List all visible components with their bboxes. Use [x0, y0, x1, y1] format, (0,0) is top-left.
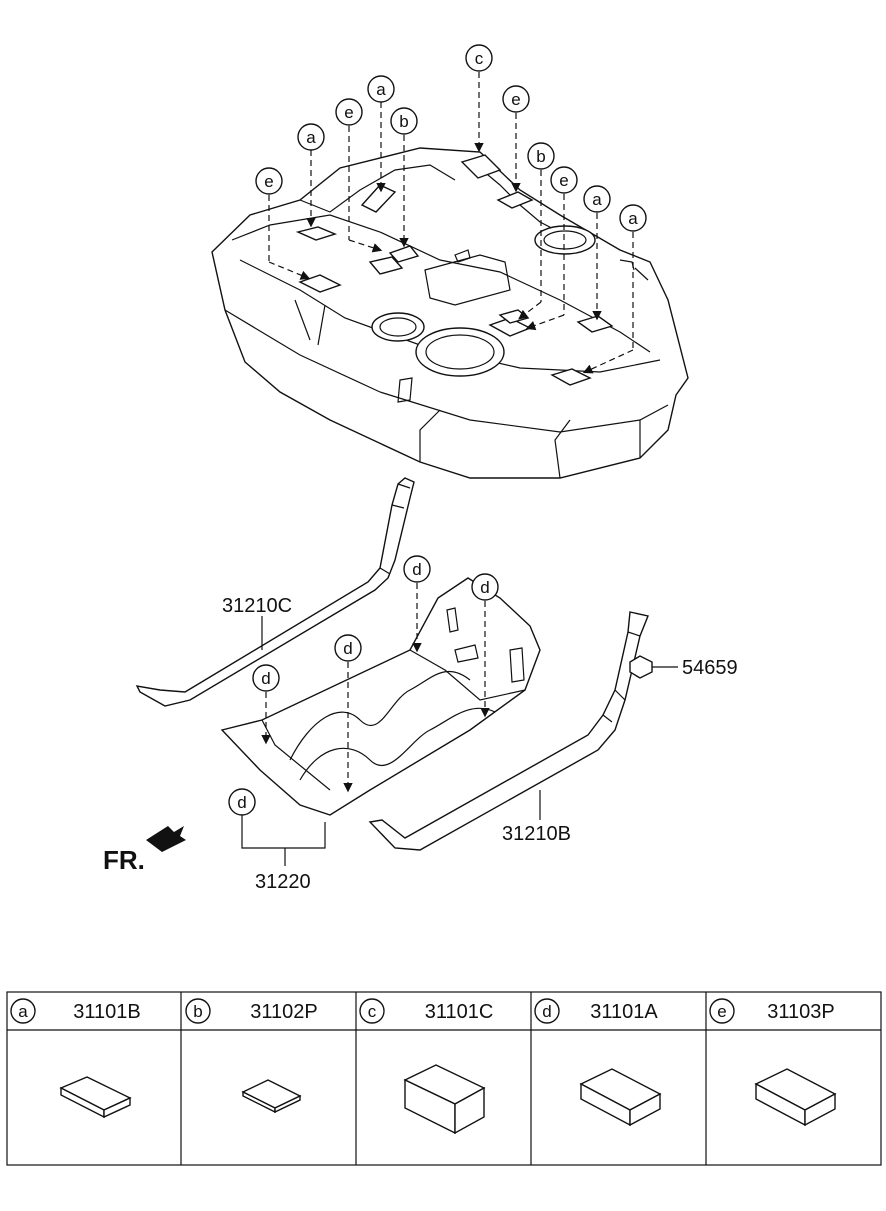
- label-31220: 31220: [255, 871, 311, 893]
- svg-text:e: e: [344, 103, 353, 122]
- label-54659: 54659: [682, 657, 738, 679]
- callout-a-2: a: [367, 75, 395, 103]
- callout-a-3: a: [583, 185, 611, 213]
- svg-text:c: c: [475, 49, 484, 68]
- callout-d-4: d: [252, 664, 280, 692]
- callout-e-3: e: [550, 166, 578, 194]
- svg-text:d: d: [261, 669, 270, 688]
- svg-text:d: d: [412, 560, 421, 579]
- front-indicator: FR.: [103, 845, 145, 875]
- svg-text:a: a: [306, 128, 316, 147]
- callout-b-1: b: [390, 107, 418, 135]
- svg-text:e: e: [559, 171, 568, 190]
- svg-text:31101A: 31101A: [590, 1001, 658, 1023]
- legend-item-a: a 31101B: [10, 998, 141, 1119]
- legend-item-d: d 31101A: [534, 998, 662, 1127]
- callout-d-5: d: [228, 788, 256, 816]
- svg-text:31102P: 31102P: [250, 1001, 317, 1023]
- svg-text:d: d: [542, 1002, 551, 1021]
- legend-item-e: e 31103P: [709, 998, 837, 1127]
- svg-text:e: e: [264, 172, 273, 191]
- label-31210b: 31210B: [502, 823, 571, 845]
- svg-text:b: b: [536, 147, 545, 166]
- nut-54659: [629, 655, 678, 679]
- svg-text:31101C: 31101C: [425, 1001, 494, 1023]
- legend-item-b: b 31102P: [185, 998, 318, 1114]
- svg-text:31101B: 31101B: [73, 1001, 140, 1023]
- svg-text:a: a: [628, 209, 638, 228]
- parts-legend-table: [6, 991, 882, 1166]
- svg-text:31103P: 31103P: [767, 1001, 834, 1023]
- front-arrow-icon: [146, 826, 186, 852]
- svg-text:d: d: [480, 578, 489, 597]
- tank-callout-leaders: [268, 72, 634, 374]
- svg-text:b: b: [193, 1002, 202, 1021]
- callout-d-3: d: [334, 634, 362, 662]
- label-31210c: 31210C: [222, 595, 292, 617]
- svg-text:b: b: [399, 112, 408, 131]
- callout-a-1: a: [297, 123, 325, 151]
- svg-text:e: e: [511, 90, 520, 109]
- protector-callout-leaders: [261, 583, 490, 793]
- svg-text:e: e: [717, 1002, 726, 1021]
- callout-e-4: e: [255, 167, 283, 195]
- svg-text:a: a: [376, 80, 386, 99]
- callout-e-1: e: [335, 98, 363, 126]
- svg-text:a: a: [592, 190, 602, 209]
- fuel-tank: [211, 147, 689, 479]
- svg-text:a: a: [18, 1002, 28, 1021]
- callout-b-2: b: [527, 142, 555, 170]
- callout-a-4: a: [619, 204, 647, 232]
- strap-31210c: [135, 477, 415, 707]
- protector-31220: [220, 577, 541, 816]
- svg-text:d: d: [343, 639, 352, 658]
- bracket-31220: [241, 815, 326, 849]
- callout-d-2: d: [471, 573, 499, 601]
- callout-e-2: e: [502, 85, 530, 113]
- svg-text:d: d: [237, 793, 246, 812]
- callout-c-1: c: [465, 44, 493, 72]
- callout-d-1: d: [403, 555, 431, 583]
- legend-item-c: c 31101C: [359, 998, 494, 1135]
- svg-text:c: c: [368, 1002, 377, 1021]
